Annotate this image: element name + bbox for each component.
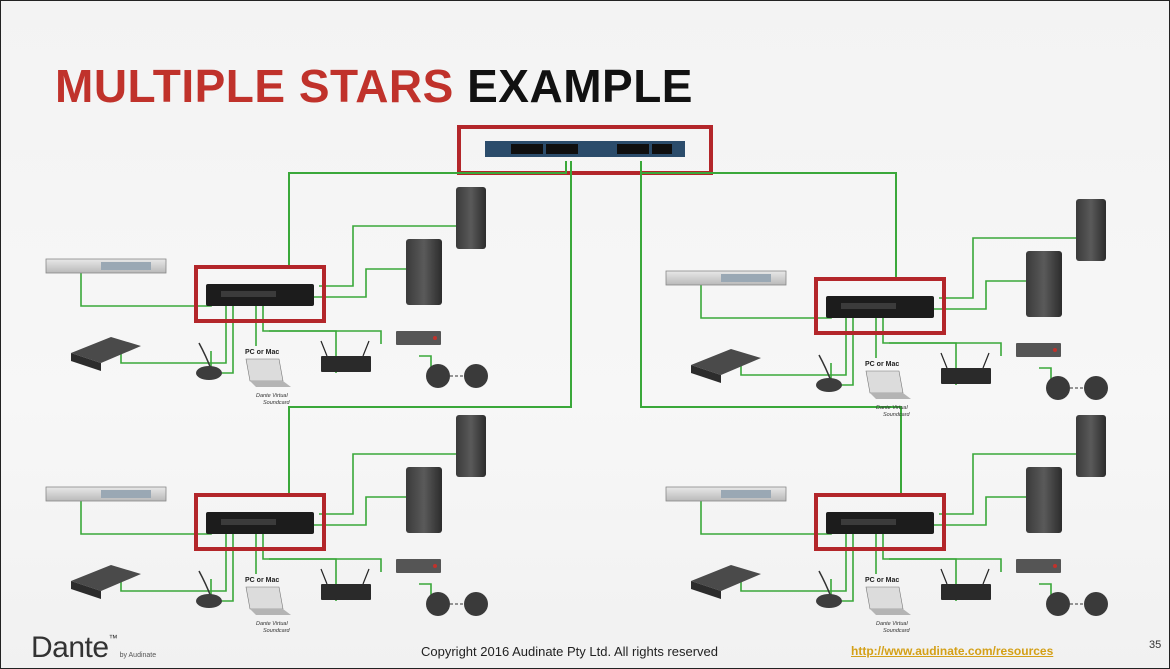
- dvs-label-line1: Dante Virtual: [876, 405, 908, 411]
- loudspeaker: [1076, 415, 1106, 477]
- cluster-link: [939, 237, 1079, 299]
- title-highlight: MULTIPLE STARS: [55, 60, 454, 112]
- loudspeaker: [456, 187, 486, 249]
- rack-display: [101, 262, 151, 270]
- cluster-links: [700, 453, 1079, 604]
- cluster-link: [939, 453, 1079, 515]
- title-rest: EXAMPLE: [467, 60, 693, 112]
- ceiling-speaker: [464, 364, 488, 388]
- amplifier: [1016, 559, 1061, 573]
- pc-label: PC or Mac: [865, 577, 899, 584]
- cluster-link: [269, 330, 382, 344]
- loudspeaker: [456, 415, 486, 477]
- loudspeaker: [406, 467, 442, 533]
- rack-display: [721, 274, 771, 282]
- ceiling-speaker: [426, 592, 450, 616]
- edge-switch-highlight: [814, 277, 946, 335]
- logo-wordmark: Dante: [31, 631, 109, 664]
- ceiling-speaker: [464, 592, 488, 616]
- trunk-links: [288, 161, 902, 495]
- wireless-receiver: [941, 368, 991, 384]
- gooseneck-mic: [818, 570, 832, 598]
- edge-switch-highlight: [194, 265, 326, 323]
- edge-switch-highlight: [814, 493, 946, 551]
- resources-link[interactable]: http://www.audinate.com/resources: [851, 644, 1054, 658]
- logo-trademark: ™: [108, 633, 118, 643]
- loudspeaker: [1076, 199, 1106, 261]
- cluster-link: [889, 342, 1002, 356]
- io-breakout-box: [71, 337, 141, 363]
- gooseneck-mic: [818, 354, 832, 382]
- laptop: [245, 358, 284, 382]
- dvs-label-line1: Dante Virtual: [256, 621, 288, 627]
- dvs-label-line1: Dante Virtual: [876, 621, 908, 627]
- loudspeaker: [1026, 251, 1062, 317]
- wireless-receiver: [941, 584, 991, 600]
- dvs-label-line2: Soundcard: [263, 400, 291, 406]
- logo-byline: by Audinate: [119, 652, 157, 659]
- cluster-link: [889, 558, 1002, 572]
- edge-switch-ports: [841, 303, 896, 309]
- cluster-link: [700, 283, 832, 319]
- wireless-receiver: [321, 584, 371, 600]
- cluster-link: [80, 499, 212, 535]
- rack-display: [101, 490, 151, 498]
- rack-display: [721, 490, 771, 498]
- edge-switch-ports: [221, 291, 276, 297]
- loudspeaker: [1026, 467, 1062, 533]
- cluster-link: [301, 268, 413, 298]
- wireless-receiver: [321, 356, 371, 372]
- dante-logo: Dante ™ by Audinate: [31, 631, 156, 665]
- cluster-link: [921, 280, 1033, 310]
- core-switch-highlight: [457, 125, 713, 175]
- dvs-label-line2: Soundcard: [263, 628, 291, 634]
- gooseneck-mic: [198, 342, 212, 370]
- edge-switch-ports: [841, 519, 896, 525]
- page-number: 35: [1149, 639, 1162, 651]
- laptop: [245, 586, 284, 610]
- cluster-link: [80, 271, 212, 307]
- cluster-links: [80, 225, 459, 376]
- amplifier: [396, 331, 441, 345]
- pc-label: PC or Mac: [865, 361, 899, 368]
- cluster-link: [301, 496, 413, 526]
- pc-label: PC or Mac: [245, 349, 279, 356]
- ceiling-speaker: [1046, 376, 1070, 400]
- edge-switch-ports: [221, 519, 276, 525]
- laptop: [865, 586, 904, 610]
- ceiling-speaker: [1046, 592, 1070, 616]
- ceiling-speaker: [426, 364, 450, 388]
- copyright-notice: Copyright 2016 Audinate Pty Ltd. All rig…: [421, 644, 719, 659]
- gooseneck-mic: [198, 570, 212, 598]
- cluster-link: [319, 453, 459, 515]
- core-switch: [485, 141, 685, 157]
- ceiling-speaker: [1084, 592, 1108, 616]
- laptop: [865, 370, 904, 394]
- cluster-link: [700, 499, 832, 535]
- io-breakout-box: [691, 349, 761, 375]
- slide-title: MULTIPLE STARS EXAMPLE: [55, 63, 693, 109]
- io-breakout-box: [71, 565, 141, 591]
- cluster-link: [921, 496, 1033, 526]
- ceiling-speaker: [1084, 376, 1108, 400]
- dvs-label-line2: Soundcard: [883, 412, 911, 418]
- edge-switch-highlight: [194, 493, 326, 551]
- dvs-label-line1: Dante Virtual: [256, 393, 288, 399]
- cluster-link: [319, 225, 459, 287]
- cluster-link: [269, 558, 382, 572]
- dvs-label-line2: Soundcard: [883, 628, 911, 634]
- amplifier: [396, 559, 441, 573]
- loudspeaker: [406, 239, 442, 305]
- amplifier: [1016, 343, 1061, 357]
- pc-label: PC or Mac: [245, 577, 279, 584]
- io-breakout-box: [691, 565, 761, 591]
